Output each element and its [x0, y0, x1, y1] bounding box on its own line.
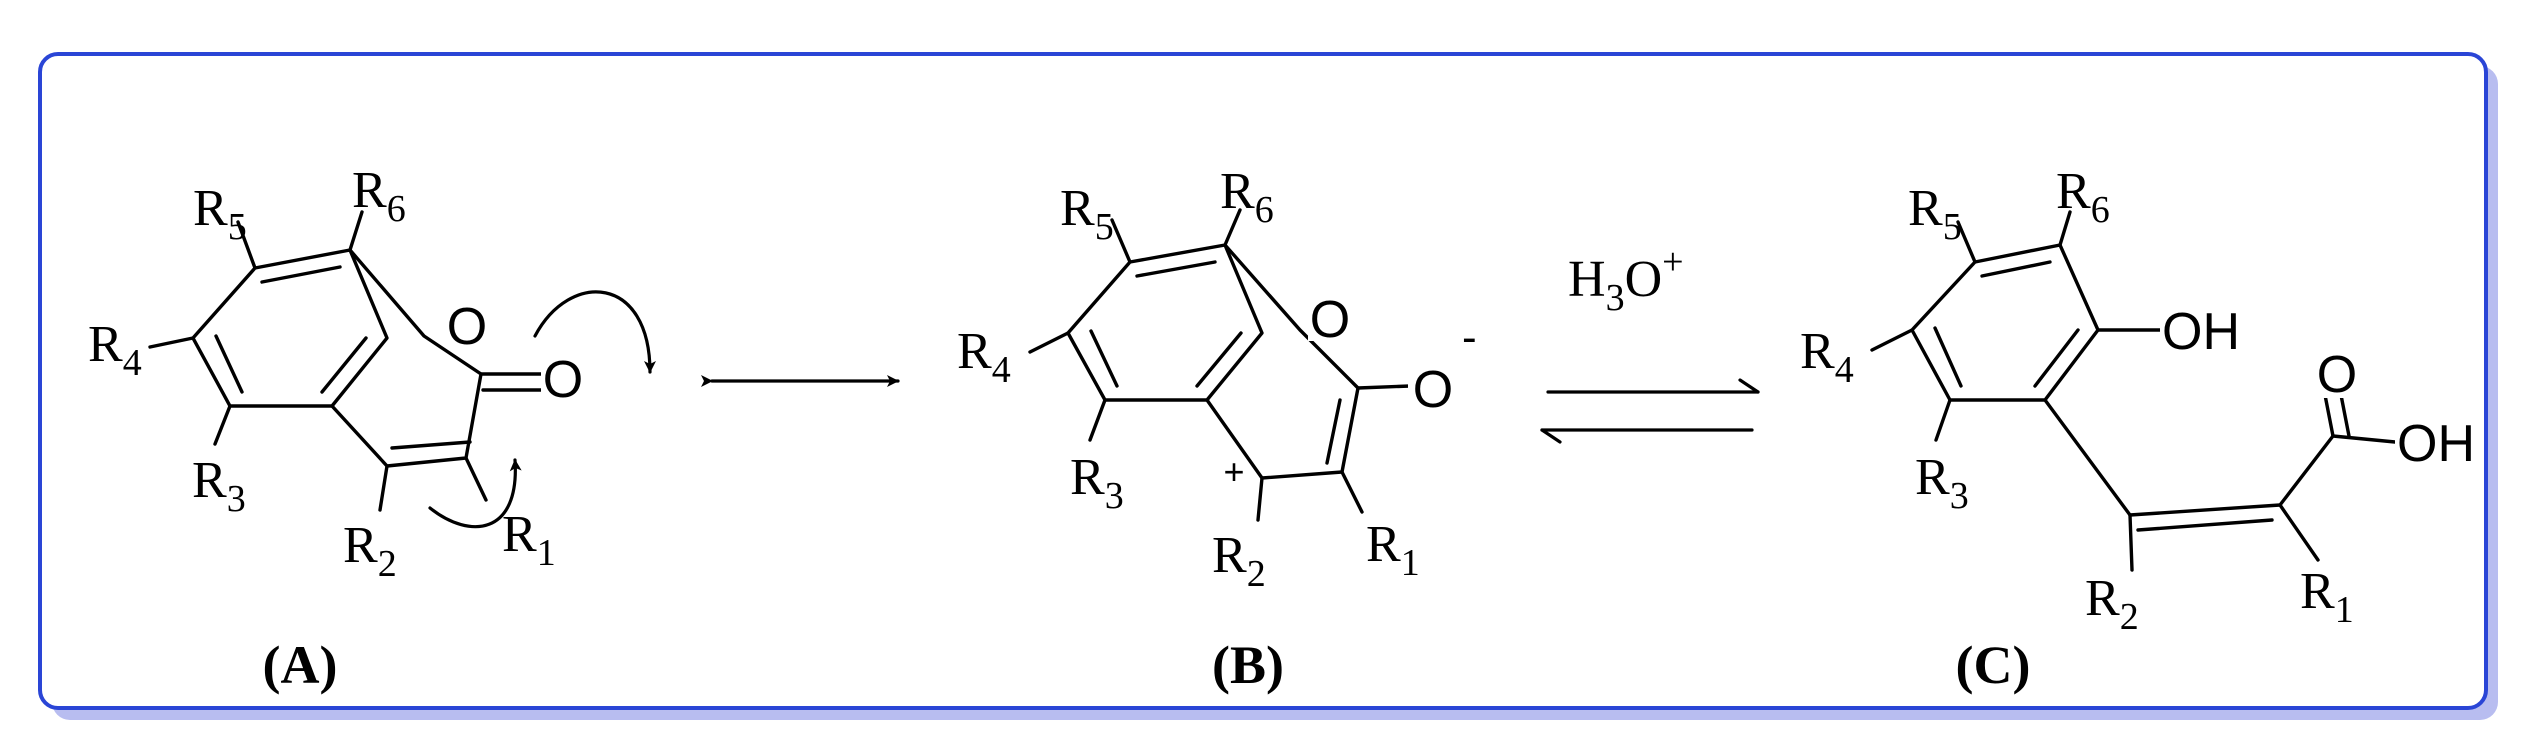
c-r1: R1	[2300, 563, 2354, 631]
a-curved-arrow-double-bond	[428, 458, 522, 529]
b-r4: R4	[957, 323, 1011, 391]
b-r6: R6	[1220, 163, 1274, 231]
b-r3: R3	[1070, 449, 1124, 517]
label-a: (A)	[263, 635, 338, 695]
c-phenol-oh: OH	[2162, 303, 2240, 361]
compound-a: O O R5 R6 R4 R3 R2 R1 (A)	[88, 162, 656, 695]
reagent-h3o-plus: H3O+	[1568, 241, 1684, 319]
b-r5: R5	[1060, 180, 1114, 248]
panel-frame	[38, 52, 2488, 710]
a-r2: R2	[343, 517, 397, 585]
a-carbonyl-oxygen: O	[543, 351, 583, 409]
c-r6: R6	[2056, 163, 2110, 231]
b-plus-charge: +	[1223, 451, 1244, 492]
b-minus-charge: -	[1462, 313, 1477, 362]
c-r5: R5	[1908, 180, 1962, 248]
a-ring-oxygen: O	[447, 298, 487, 356]
label-c: (C)	[1956, 635, 2031, 695]
equilibrium-arrows: H3O+	[1540, 241, 1760, 444]
b-r1: R1	[1366, 516, 1420, 584]
label-b: (B)	[1212, 635, 1284, 695]
b-ring-oxygen: O	[1310, 291, 1350, 349]
a-r1: R1	[502, 506, 556, 574]
a-r3: R3	[192, 452, 246, 520]
compound-b: O O - + R5 R6 R4 R3 R2 R1 (B)	[957, 163, 1477, 695]
b-oxide-oxygen: O	[1413, 361, 1453, 419]
c-r3: R3	[1915, 449, 1969, 517]
compound-a-bonds	[148, 210, 543, 512]
c-r4: R4	[1800, 323, 1854, 391]
compound-b-bonds	[1028, 208, 1412, 522]
compound-c-bonds	[1870, 210, 2397, 572]
a-r5: R5	[193, 180, 247, 248]
a-r6: R6	[352, 162, 406, 230]
b-r2: R2	[1212, 527, 1266, 595]
compound-c: OH O OH R5 R6 R4 R3 R2 R1 (C)	[1800, 163, 2475, 695]
c-acid-oh: OH	[2397, 415, 2475, 473]
c-r2: R2	[2085, 570, 2139, 638]
c-acid-carbonyl-o: O	[2317, 346, 2357, 404]
a-curved-arrow-carbonyl	[533, 290, 656, 374]
a-r4: R4	[88, 316, 142, 384]
